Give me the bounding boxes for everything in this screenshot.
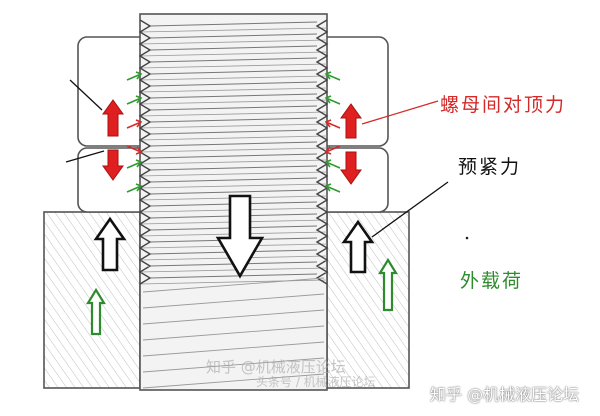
thread-crest	[149, 45, 318, 51]
shank-line	[142, 293, 325, 309]
thread-root	[139, 135, 328, 141]
preload-arrow-up-right	[341, 219, 375, 274]
red-arrow-down-left	[102, 149, 124, 181]
leader-line-preload	[371, 181, 449, 238]
leader-lines	[65, 79, 449, 238]
thread-crest	[149, 177, 318, 183]
preload-label: 预紧力	[458, 156, 522, 178]
leader-line-upper-left	[69, 79, 103, 111]
thread-root	[139, 171, 328, 177]
green-contact-arrow	[324, 183, 341, 193]
leader-line-lower-left	[65, 150, 105, 163]
thread-root	[139, 27, 328, 33]
green-contact-arrow	[126, 95, 143, 105]
shank-line	[142, 325, 325, 341]
shank-line	[142, 309, 325, 325]
red-contact-arrow	[324, 145, 341, 155]
thread-crest	[149, 69, 318, 75]
preload-arrow-up-left	[93, 216, 127, 272]
watermark-center: 知乎 @机械液压论坛	[206, 358, 346, 376]
green-contact-arrow	[126, 71, 143, 81]
shank-line	[142, 373, 325, 389]
green-contact-arrow	[126, 183, 143, 193]
green-arrow-up-right	[378, 257, 398, 312]
external-load-arrows	[86, 257, 398, 336]
watermark-center-sub: 头条号 / 机械液压论坛	[256, 375, 376, 389]
shank-line	[142, 277, 325, 293]
thread-crest	[149, 273, 318, 279]
thread-crest	[149, 141, 318, 147]
thread-crest	[149, 33, 318, 39]
thread-crest	[149, 189, 318, 195]
red-arrow-up-left	[102, 99, 124, 137]
green-contact-arrow	[324, 159, 341, 169]
thread-crest	[149, 129, 318, 135]
thread-crest	[149, 153, 318, 159]
thread-root	[139, 147, 328, 153]
thread-crest	[149, 21, 318, 27]
thread-root	[139, 267, 328, 273]
preload-arrow-down	[215, 194, 265, 279]
thread-crest	[149, 81, 318, 87]
red-arrow-up-right	[340, 103, 362, 139]
green-arrow-up-left	[86, 287, 106, 336]
thread-root	[139, 63, 328, 69]
thread-root	[139, 111, 328, 117]
thread-crest	[149, 93, 318, 99]
thread-crest	[149, 105, 318, 111]
nut-force-label: 螺母间对顶力	[440, 94, 567, 116]
thread-root	[139, 51, 328, 57]
red-arrow-down-right	[340, 151, 362, 185]
thread-root	[139, 123, 328, 129]
thread-crest	[149, 165, 318, 171]
thread-contact-arrows	[126, 71, 341, 193]
green-contact-arrow	[324, 71, 341, 81]
thread-root	[139, 87, 328, 93]
red-contact-arrow	[126, 119, 143, 129]
red-contact-arrow	[324, 119, 341, 129]
shank-line	[142, 357, 325, 373]
thread-root	[139, 39, 328, 45]
watermark-bottom-right: 知乎 @机械液压论坛	[430, 385, 580, 404]
thread-crest	[149, 57, 318, 63]
dot-mark	[465, 236, 469, 240]
green-contact-arrow	[126, 159, 143, 169]
green-contact-arrow	[324, 95, 341, 105]
thread-root	[139, 99, 328, 105]
thread-root	[139, 183, 328, 189]
thread-root	[139, 159, 328, 165]
external-load-label: 外载荷	[460, 270, 524, 292]
thread-crest	[149, 117, 318, 123]
preload-arrows	[93, 194, 375, 279]
nut-force-arrows	[102, 99, 362, 185]
red-contact-arrow	[126, 145, 143, 155]
thread-root	[139, 279, 328, 285]
thread-root	[139, 75, 328, 81]
shank-line	[142, 341, 325, 357]
leader-line-nut-force	[361, 100, 439, 125]
bolt-tail-hatch	[142, 277, 325, 389]
